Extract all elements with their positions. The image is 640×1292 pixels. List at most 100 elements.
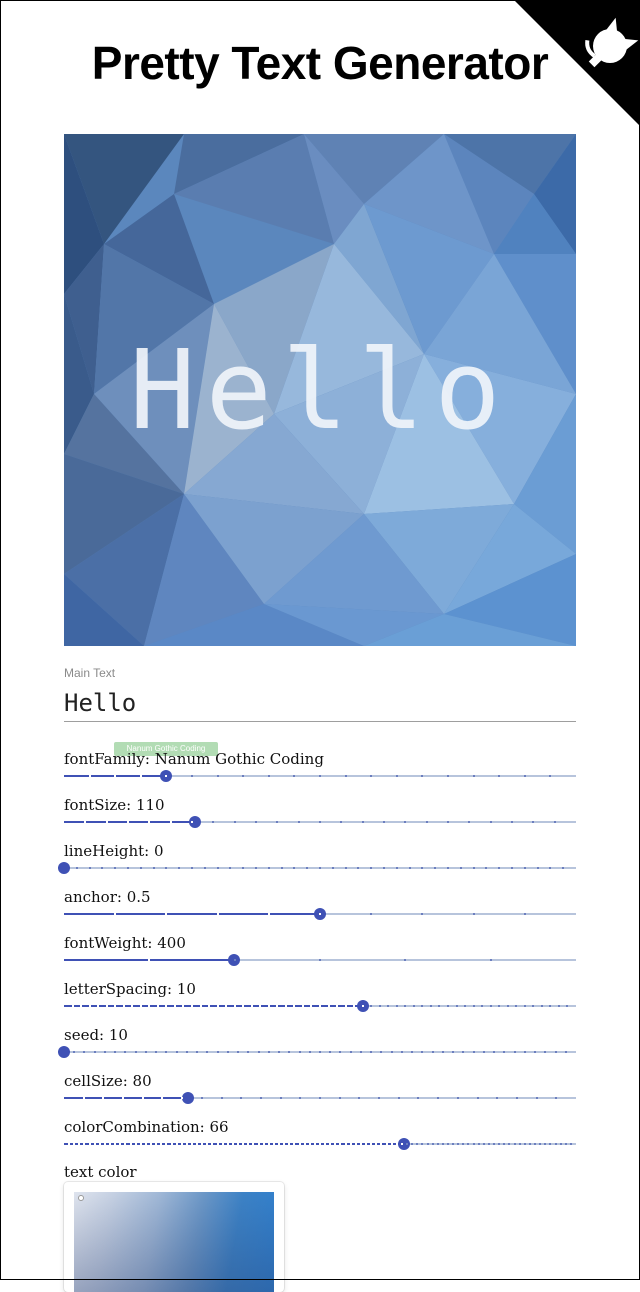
main-text-label: Main Text — [64, 666, 116, 680]
control-fontWeight: fontWeight: 400 — [64, 934, 576, 974]
fontWeight-slider[interactable] — [64, 954, 576, 966]
slider-tick — [336, 1005, 339, 1007]
slider-thumb[interactable] — [58, 1046, 70, 1058]
slider-tick — [378, 1097, 381, 1099]
slider-tick — [272, 1143, 275, 1145]
slider-tick — [181, 1097, 184, 1099]
slider-tick — [276, 821, 279, 823]
slider-tick — [498, 1005, 501, 1007]
colorCombination-slider[interactable] — [64, 1138, 576, 1150]
slider-thumb[interactable] — [181, 1092, 194, 1104]
slider-tick — [395, 1005, 398, 1007]
slider-tick — [216, 1143, 219, 1145]
slider-tick — [523, 867, 526, 869]
slider-tick — [306, 867, 309, 869]
slider-tick — [421, 1005, 424, 1007]
slider-tick — [267, 1051, 270, 1053]
slider-tick — [456, 1097, 459, 1099]
slider-tick — [319, 1097, 321, 1099]
slider-tick — [477, 1143, 480, 1145]
slider-tick — [421, 867, 424, 869]
slider-tick — [201, 1143, 204, 1145]
slider-tick — [436, 1143, 439, 1145]
slider-tick — [489, 1005, 492, 1007]
fontFamily-slider[interactable] — [64, 770, 576, 782]
slider-tick — [191, 867, 193, 869]
main-text-input[interactable] — [64, 684, 576, 722]
slider-tick — [247, 1051, 250, 1053]
seed-slider[interactable] — [58, 1046, 576, 1058]
slider-tick — [131, 1005, 134, 1007]
slider-tick — [173, 1005, 176, 1007]
color-picker-handle[interactable] — [78, 1195, 84, 1201]
slider-tick — [493, 1143, 496, 1145]
slider-tick — [242, 1005, 245, 1007]
slider-tick — [225, 1005, 228, 1007]
slider-tick — [114, 775, 117, 777]
slider-tick — [452, 1051, 455, 1053]
github-octocat-icon — [585, 17, 639, 68]
slider-tick — [503, 1143, 506, 1145]
slider-tick — [390, 1143, 393, 1145]
slider-thumb[interactable] — [188, 816, 201, 828]
slider-tick — [438, 1005, 441, 1007]
slider-tick — [134, 1143, 137, 1145]
slider-tick — [175, 1051, 178, 1053]
slider-tick — [518, 1143, 521, 1145]
slider-tick — [534, 1051, 537, 1053]
slider-tick — [119, 1143, 122, 1145]
cellSize-slider[interactable] — [64, 1092, 576, 1104]
slider-tick — [308, 1051, 311, 1053]
slider-tick — [144, 1143, 147, 1145]
slider-tick — [395, 1143, 398, 1145]
fontSize-slider[interactable] — [64, 816, 576, 828]
slider-tick — [114, 913, 117, 915]
slider-tick — [196, 1051, 199, 1053]
slider-tick — [191, 821, 193, 823]
control-fontFamily: fontFamily: Nanum Gothic Coding — [64, 750, 576, 790]
slider-tick — [267, 913, 270, 915]
slider-thumb[interactable] — [397, 1138, 410, 1150]
slider-tick — [180, 1143, 183, 1145]
slider-tick — [102, 1097, 105, 1099]
slider-tick — [160, 1143, 163, 1145]
slider-tick — [515, 1097, 518, 1099]
slider-tick — [457, 1143, 460, 1145]
slider-tick — [299, 1097, 302, 1099]
slider-tick — [319, 913, 321, 915]
slider-tick — [255, 821, 257, 823]
slider-tick — [242, 1143, 245, 1145]
slider-tick — [489, 821, 492, 823]
slider-tick — [421, 1143, 424, 1145]
github-corner[interactable] — [514, 0, 640, 126]
control-label: colorCombination: 66 — [64, 1118, 229, 1136]
control-label: anchor: 0.5 — [64, 888, 151, 906]
letterSpacing-slider[interactable] — [64, 1000, 576, 1012]
text-preview-canvas: Hello — [64, 134, 576, 646]
slider-tick — [327, 1005, 330, 1007]
color-saturation-area[interactable] — [74, 1192, 274, 1292]
slider-tick — [242, 775, 245, 777]
slider-value-tooltip: Nanum Gothic Coding — [114, 742, 218, 756]
slider-tick — [344, 775, 347, 777]
slider-tick — [155, 1143, 158, 1145]
slider-tick — [298, 1051, 301, 1053]
slider-tick — [216, 775, 219, 777]
slider-tick — [481, 1005, 484, 1007]
slider-thumb[interactable] — [58, 862, 70, 874]
slider-tick — [267, 1005, 270, 1007]
text-color-picker[interactable] — [64, 1182, 284, 1292]
slider-tick — [206, 1051, 209, 1053]
lineHeight-slider[interactable] — [58, 862, 576, 874]
slider-tick — [523, 1143, 526, 1145]
slider-tick — [276, 1005, 279, 1007]
slider-tick — [496, 1097, 499, 1099]
slider-tick — [84, 821, 87, 823]
slider-tick — [134, 1051, 137, 1053]
slider-tick — [340, 821, 343, 823]
anchor-slider[interactable] — [64, 908, 576, 920]
slider-tick — [165, 1005, 168, 1007]
slider-tick — [400, 1143, 403, 1145]
slider-tick — [83, 1051, 86, 1053]
slider-tick — [459, 867, 462, 869]
